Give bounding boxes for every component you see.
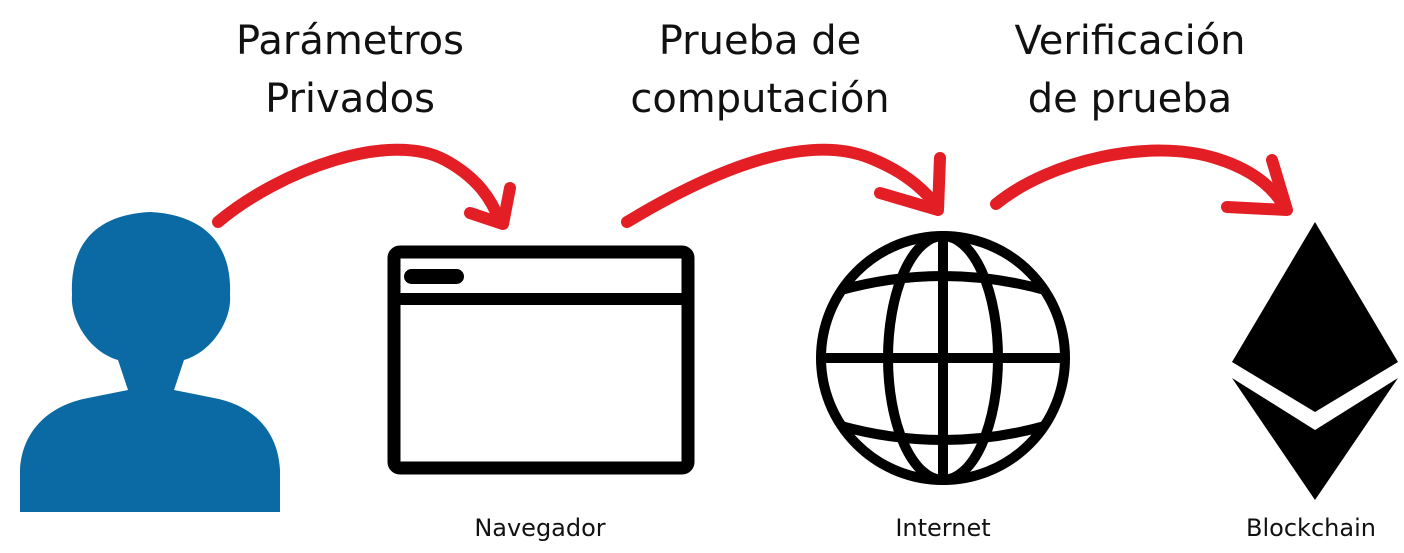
- step-label-proof-verification: Verificación de prueba: [980, 12, 1280, 128]
- globe-icon: [816, 231, 1070, 485]
- user-silhouette-icon: [20, 212, 280, 512]
- arrow-browser-to-internet: [621, 143, 946, 228]
- step-label-line: computación: [630, 76, 890, 122]
- arrow-user-to-browser: [212, 143, 516, 230]
- step-label-line: de prueba: [1027, 76, 1233, 122]
- browser-caption: Navegador: [474, 514, 606, 542]
- step-label-line: Privados: [265, 76, 435, 122]
- step-label-computation-proof: Prueba de computación: [600, 12, 920, 128]
- internet-caption: Internet: [895, 514, 991, 542]
- ethereum-diamond-icon: [1232, 222, 1398, 500]
- step-label-line: Verificación: [1014, 18, 1246, 64]
- browser-window-icon: [387, 245, 695, 475]
- step-label-private-params: Parámetros Privados: [200, 12, 500, 128]
- arrow-internet-to-blockchain: [990, 144, 1293, 216]
- step-label-line: Prueba de: [658, 18, 862, 64]
- step-label-line: Parámetros: [236, 18, 464, 64]
- blockchain-caption: Blockchain: [1246, 514, 1376, 542]
